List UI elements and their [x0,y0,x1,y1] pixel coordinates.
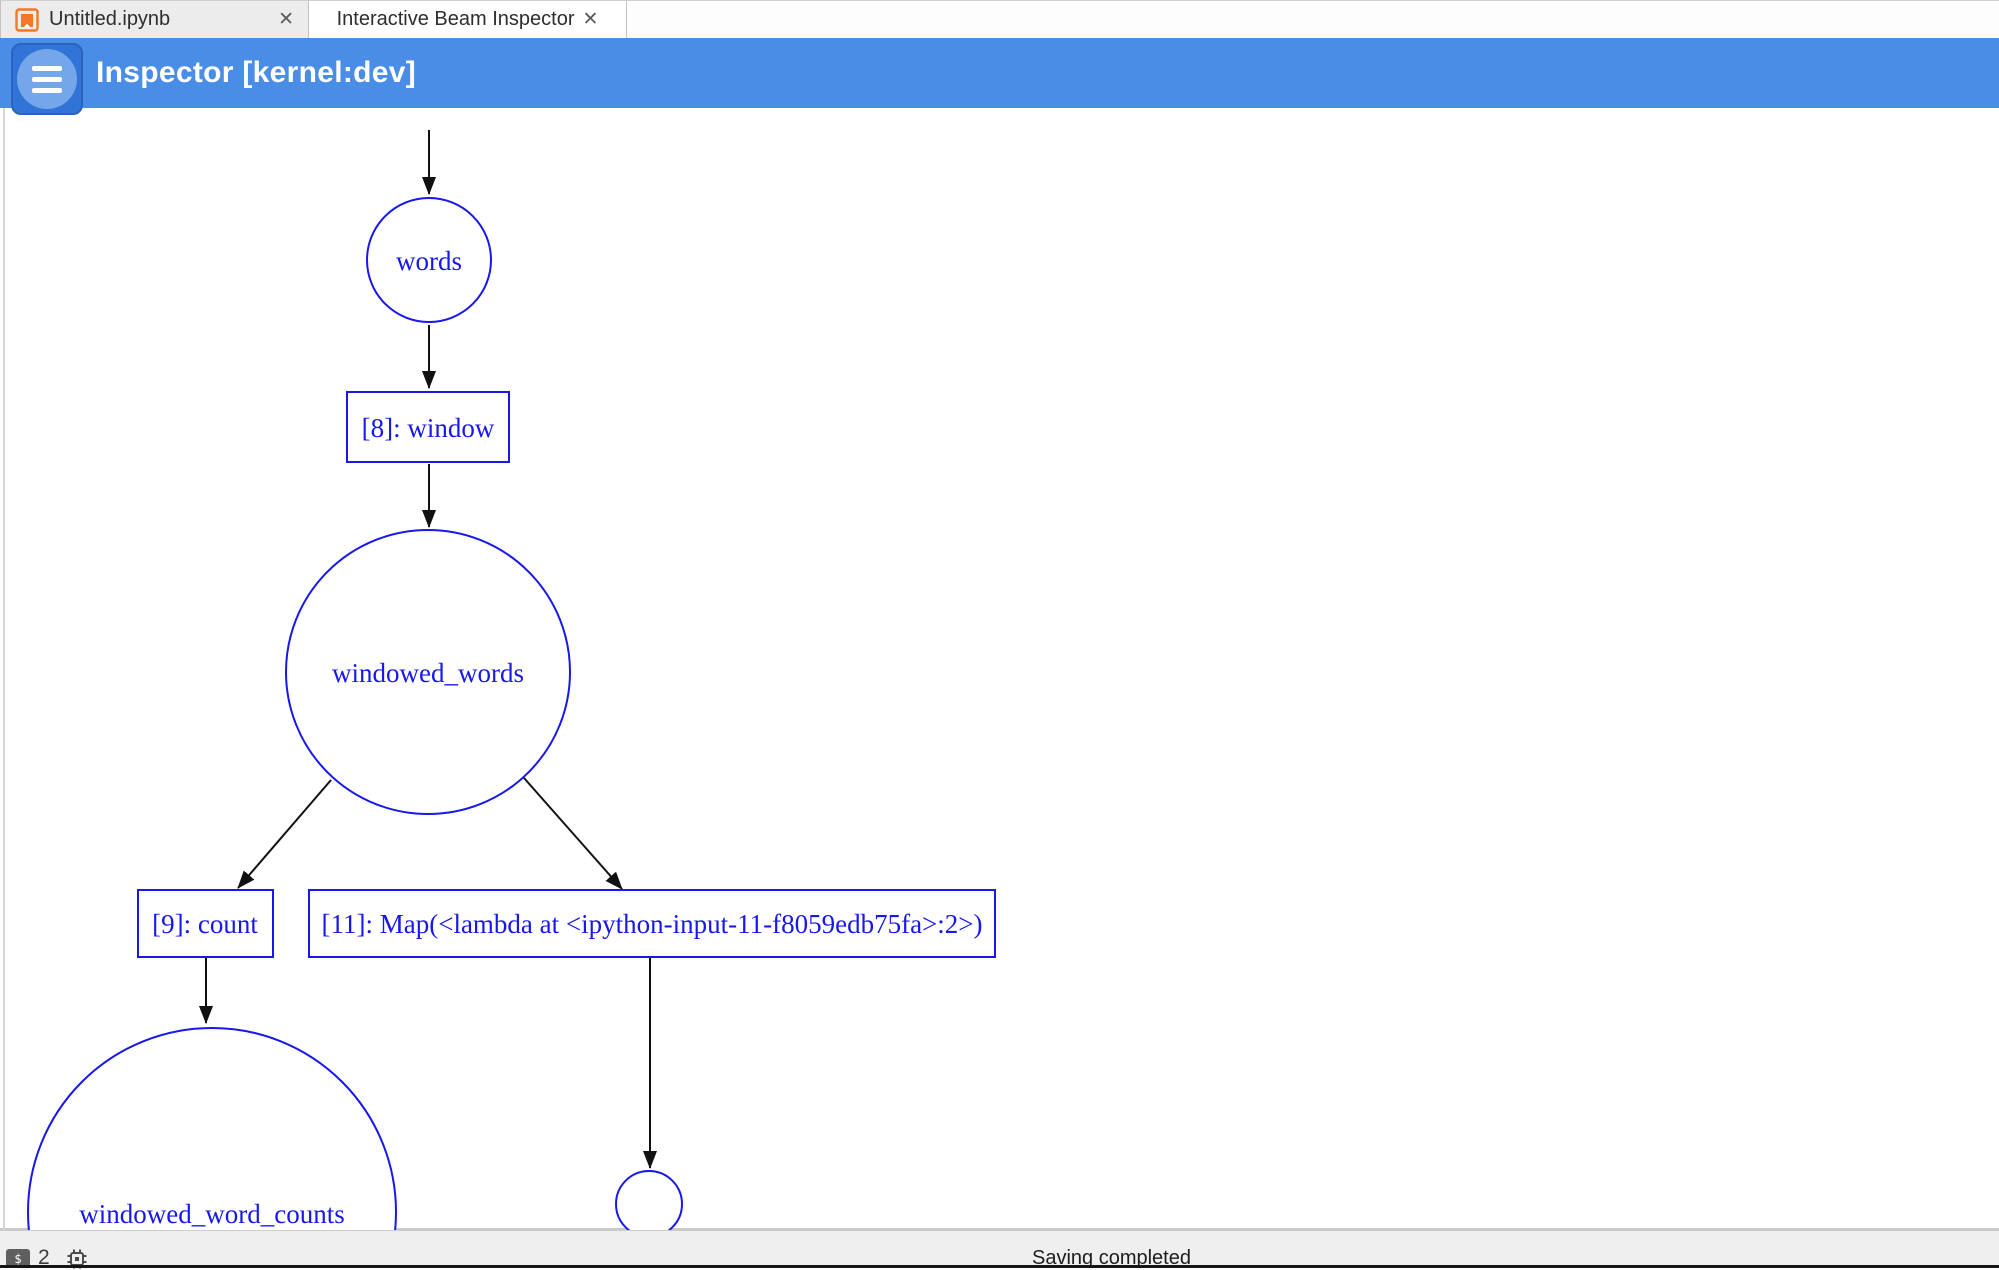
svg-text:[11]: Map(<lambda at <ipython-: [11]: Map(<lambda at <ipython-input-11-f… [322,909,983,939]
node-windowed-words: windowed_words [285,529,571,815]
beam-pipeline-graph: words [8]: window windowed_words [9]: co… [27,130,996,1230]
edge-windowed-words-to-map [523,777,623,890]
inspector-header-bar: Inspector [kernel:dev] [0,38,1999,108]
node-count-transform: [9]: count [137,889,274,958]
svg-text:[9]: count: [9]: count [152,909,258,939]
node-unnamed-output [615,1170,683,1230]
status-message: Saving completed [1032,1247,1191,1269]
tab-bar: Untitled.ipynb ✕ Interactive Beam Inspec… [0,0,1999,39]
hamburger-icon [17,49,77,109]
node-words: words [366,197,492,323]
window-bottom-edge [0,1265,1999,1268]
status-bar [0,1230,1999,1268]
sidebar-edge-divider [3,108,5,1230]
hamburger-menu-button[interactable] [11,43,83,115]
tab-label: Untitled.ipynb [49,8,171,30]
terminal-icon[interactable]: $ [6,1249,30,1268]
svg-text:words: words [396,246,462,276]
node-windowed-word-counts: windowed_word_counts [27,1027,397,1230]
svg-text:windowed_words: windowed_words [332,658,524,688]
svg-text:windowed_word_counts: windowed_word_counts [79,1199,344,1229]
kernel-count: 2 [38,1246,50,1269]
close-icon[interactable]: ✕ [582,9,599,30]
tab-untitled-notebook[interactable]: Untitled.ipynb ✕ [0,1,309,39]
tab-interactive-beam-inspector[interactable]: Interactive Beam Inspector ✕ [309,1,627,39]
node-map-transform: [11]: Map(<lambda at <ipython-input-11-f… [308,889,996,958]
svg-text:[8]: window: [8]: window [362,413,495,443]
node-window-transform: [8]: window [346,391,510,463]
close-icon[interactable]: ✕ [278,9,294,30]
page-title: Inspector [kernel:dev] [96,56,417,89]
edge-windowed-words-to-count [237,779,332,889]
notebook-icon [15,7,39,32]
tab-label: Interactive Beam Inspector [336,8,575,30]
